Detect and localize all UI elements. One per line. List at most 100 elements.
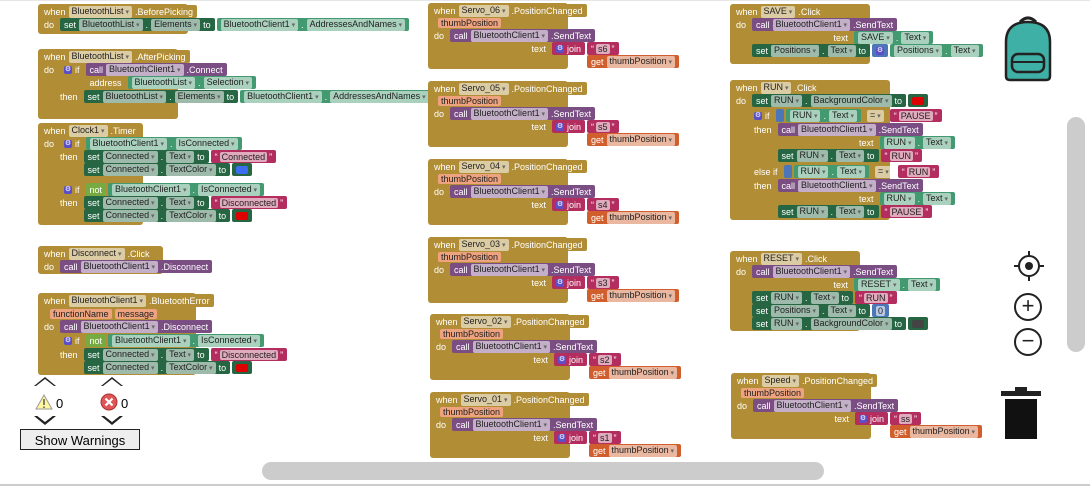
text-block[interactable]: “s3” xyxy=(587,276,619,289)
getter-block[interactable]: BluetoothClient1.IsConnected xyxy=(108,334,265,347)
plain-block[interactable]: do xyxy=(40,137,58,150)
text-block[interactable]: “s2” xyxy=(589,353,621,366)
plain-block[interactable]: text xyxy=(452,353,552,366)
trash-icon[interactable] xyxy=(999,385,1043,441)
string-value[interactable]: s2 xyxy=(598,354,612,365)
dropdown-field[interactable]: Connected xyxy=(102,361,158,374)
dropdown-field[interactable]: BluetoothClient1 xyxy=(68,294,147,307)
dropdown-field[interactable]: Servo_03 xyxy=(458,238,509,251)
dropdown-field[interactable]: Text xyxy=(828,109,857,122)
text-block[interactable]: “Disconnected” xyxy=(210,348,288,361)
gear-icon[interactable]: ⚙ xyxy=(556,44,565,53)
string-value[interactable]: s3 xyxy=(596,277,610,288)
not-block[interactable]: not xyxy=(85,183,107,196)
text-block[interactable]: “ss” xyxy=(890,412,922,425)
dropdown-field[interactable]: BluetoothClient1 xyxy=(80,320,159,333)
gear-icon[interactable]: ⚙ xyxy=(558,433,567,442)
string-literal[interactable]: “s2” xyxy=(593,354,617,365)
plain-block[interactable]: do xyxy=(732,265,750,278)
compare-block[interactable] xyxy=(783,165,792,178)
getter-block[interactable]: RESET.Text xyxy=(854,278,940,291)
dropdown-field[interactable]: Servo_05 xyxy=(458,82,509,95)
string-value[interactable]: ss xyxy=(899,413,913,424)
dropdown-field[interactable]: BluetoothList xyxy=(131,76,196,89)
plain-block[interactable]: then xyxy=(56,150,82,163)
math-block[interactable]: 0 xyxy=(872,304,890,317)
parameter-name[interactable]: functionName xyxy=(50,308,112,319)
dropdown-field[interactable]: BluetoothClient1 xyxy=(106,63,184,76)
text-block[interactable]: “s4” xyxy=(587,198,619,211)
dropdown-field[interactable]: Servo_01 xyxy=(460,393,511,406)
string-value[interactable]: RUN xyxy=(906,166,931,177)
string-literal[interactable]: “PAUSE” xyxy=(894,110,938,121)
math-block[interactable]: ⚙ xyxy=(872,44,889,57)
dropdown-field[interactable]: BluetoothClient1 xyxy=(773,399,852,412)
dropdown-field[interactable]: BluetoothList xyxy=(68,50,133,63)
plain-block[interactable]: text xyxy=(450,276,550,289)
plain-block[interactable]: do xyxy=(40,260,58,273)
getter-block[interactable]: RUN.Text xyxy=(879,136,955,149)
plain-block[interactable]: do xyxy=(40,18,58,31)
string-literal[interactable]: “ss” xyxy=(894,413,917,424)
dropdown-field[interactable]: Text xyxy=(810,291,839,304)
dropdown-field[interactable]: Text xyxy=(836,205,865,218)
dropdown-field[interactable]: Text xyxy=(908,278,936,291)
string-literal[interactable]: “RUN” xyxy=(902,166,935,177)
parameter-name[interactable]: thumbPosition xyxy=(440,406,504,417)
dropdown-field[interactable]: Text xyxy=(166,196,195,209)
plain-block[interactable]: text xyxy=(450,120,550,133)
dropdown-field[interactable]: RESET xyxy=(760,252,802,265)
gear-icon[interactable]: ⚙ xyxy=(754,111,762,120)
plain-block[interactable]: thumbPosition xyxy=(434,94,505,107)
text-block[interactable]: “s6” xyxy=(587,42,619,55)
dropdown-field[interactable]: RUN xyxy=(771,291,802,304)
plain-block[interactable]: thumbPosition xyxy=(436,327,507,340)
dropdown-field[interactable]: thumbPosition xyxy=(909,425,979,438)
plain-block[interactable]: ⚙if xyxy=(60,183,84,196)
plain-block[interactable]: do xyxy=(733,399,751,412)
color-swatch[interactable] xyxy=(912,319,925,328)
dropdown-field[interactable]: BluetoothClient1 xyxy=(244,90,322,103)
color-swatch[interactable] xyxy=(912,96,925,105)
dropdown-field[interactable]: BluetoothClient1 xyxy=(772,18,851,31)
string-value[interactable]: s1 xyxy=(598,432,612,443)
string-value[interactable]: s4 xyxy=(596,199,610,210)
dropdown-field[interactable]: RUN xyxy=(883,192,915,205)
set-block[interactable] xyxy=(232,163,253,176)
dropdown-field[interactable]: Text xyxy=(166,348,195,361)
dropdown-field[interactable]: Connected xyxy=(102,209,158,222)
plain-block[interactable]: address xyxy=(86,76,126,89)
string-value[interactable]: Disconnected xyxy=(219,197,279,208)
dropdown-field[interactable]: RUN xyxy=(789,109,821,122)
plain-block[interactable]: text xyxy=(450,42,550,55)
plain-block[interactable]: + xyxy=(985,44,998,57)
set-block[interactable] xyxy=(908,317,929,330)
text-block[interactable]: “Disconnected” xyxy=(210,196,288,209)
dropdown-field[interactable]: BluetoothClient1 xyxy=(112,183,190,196)
dropdown-field[interactable]: BluetoothList xyxy=(79,18,143,31)
dropdown-field[interactable]: Text xyxy=(166,150,195,163)
gear-icon[interactable]: ⚙ xyxy=(64,185,72,194)
getter-block[interactable]: RUN.Text xyxy=(785,109,861,122)
text-block[interactable]: “s1” xyxy=(589,431,621,444)
dropdown-field[interactable]: Text xyxy=(827,44,856,57)
gear-icon[interactable]: ⚙ xyxy=(556,200,565,209)
plain-block[interactable]: text xyxy=(778,136,878,149)
